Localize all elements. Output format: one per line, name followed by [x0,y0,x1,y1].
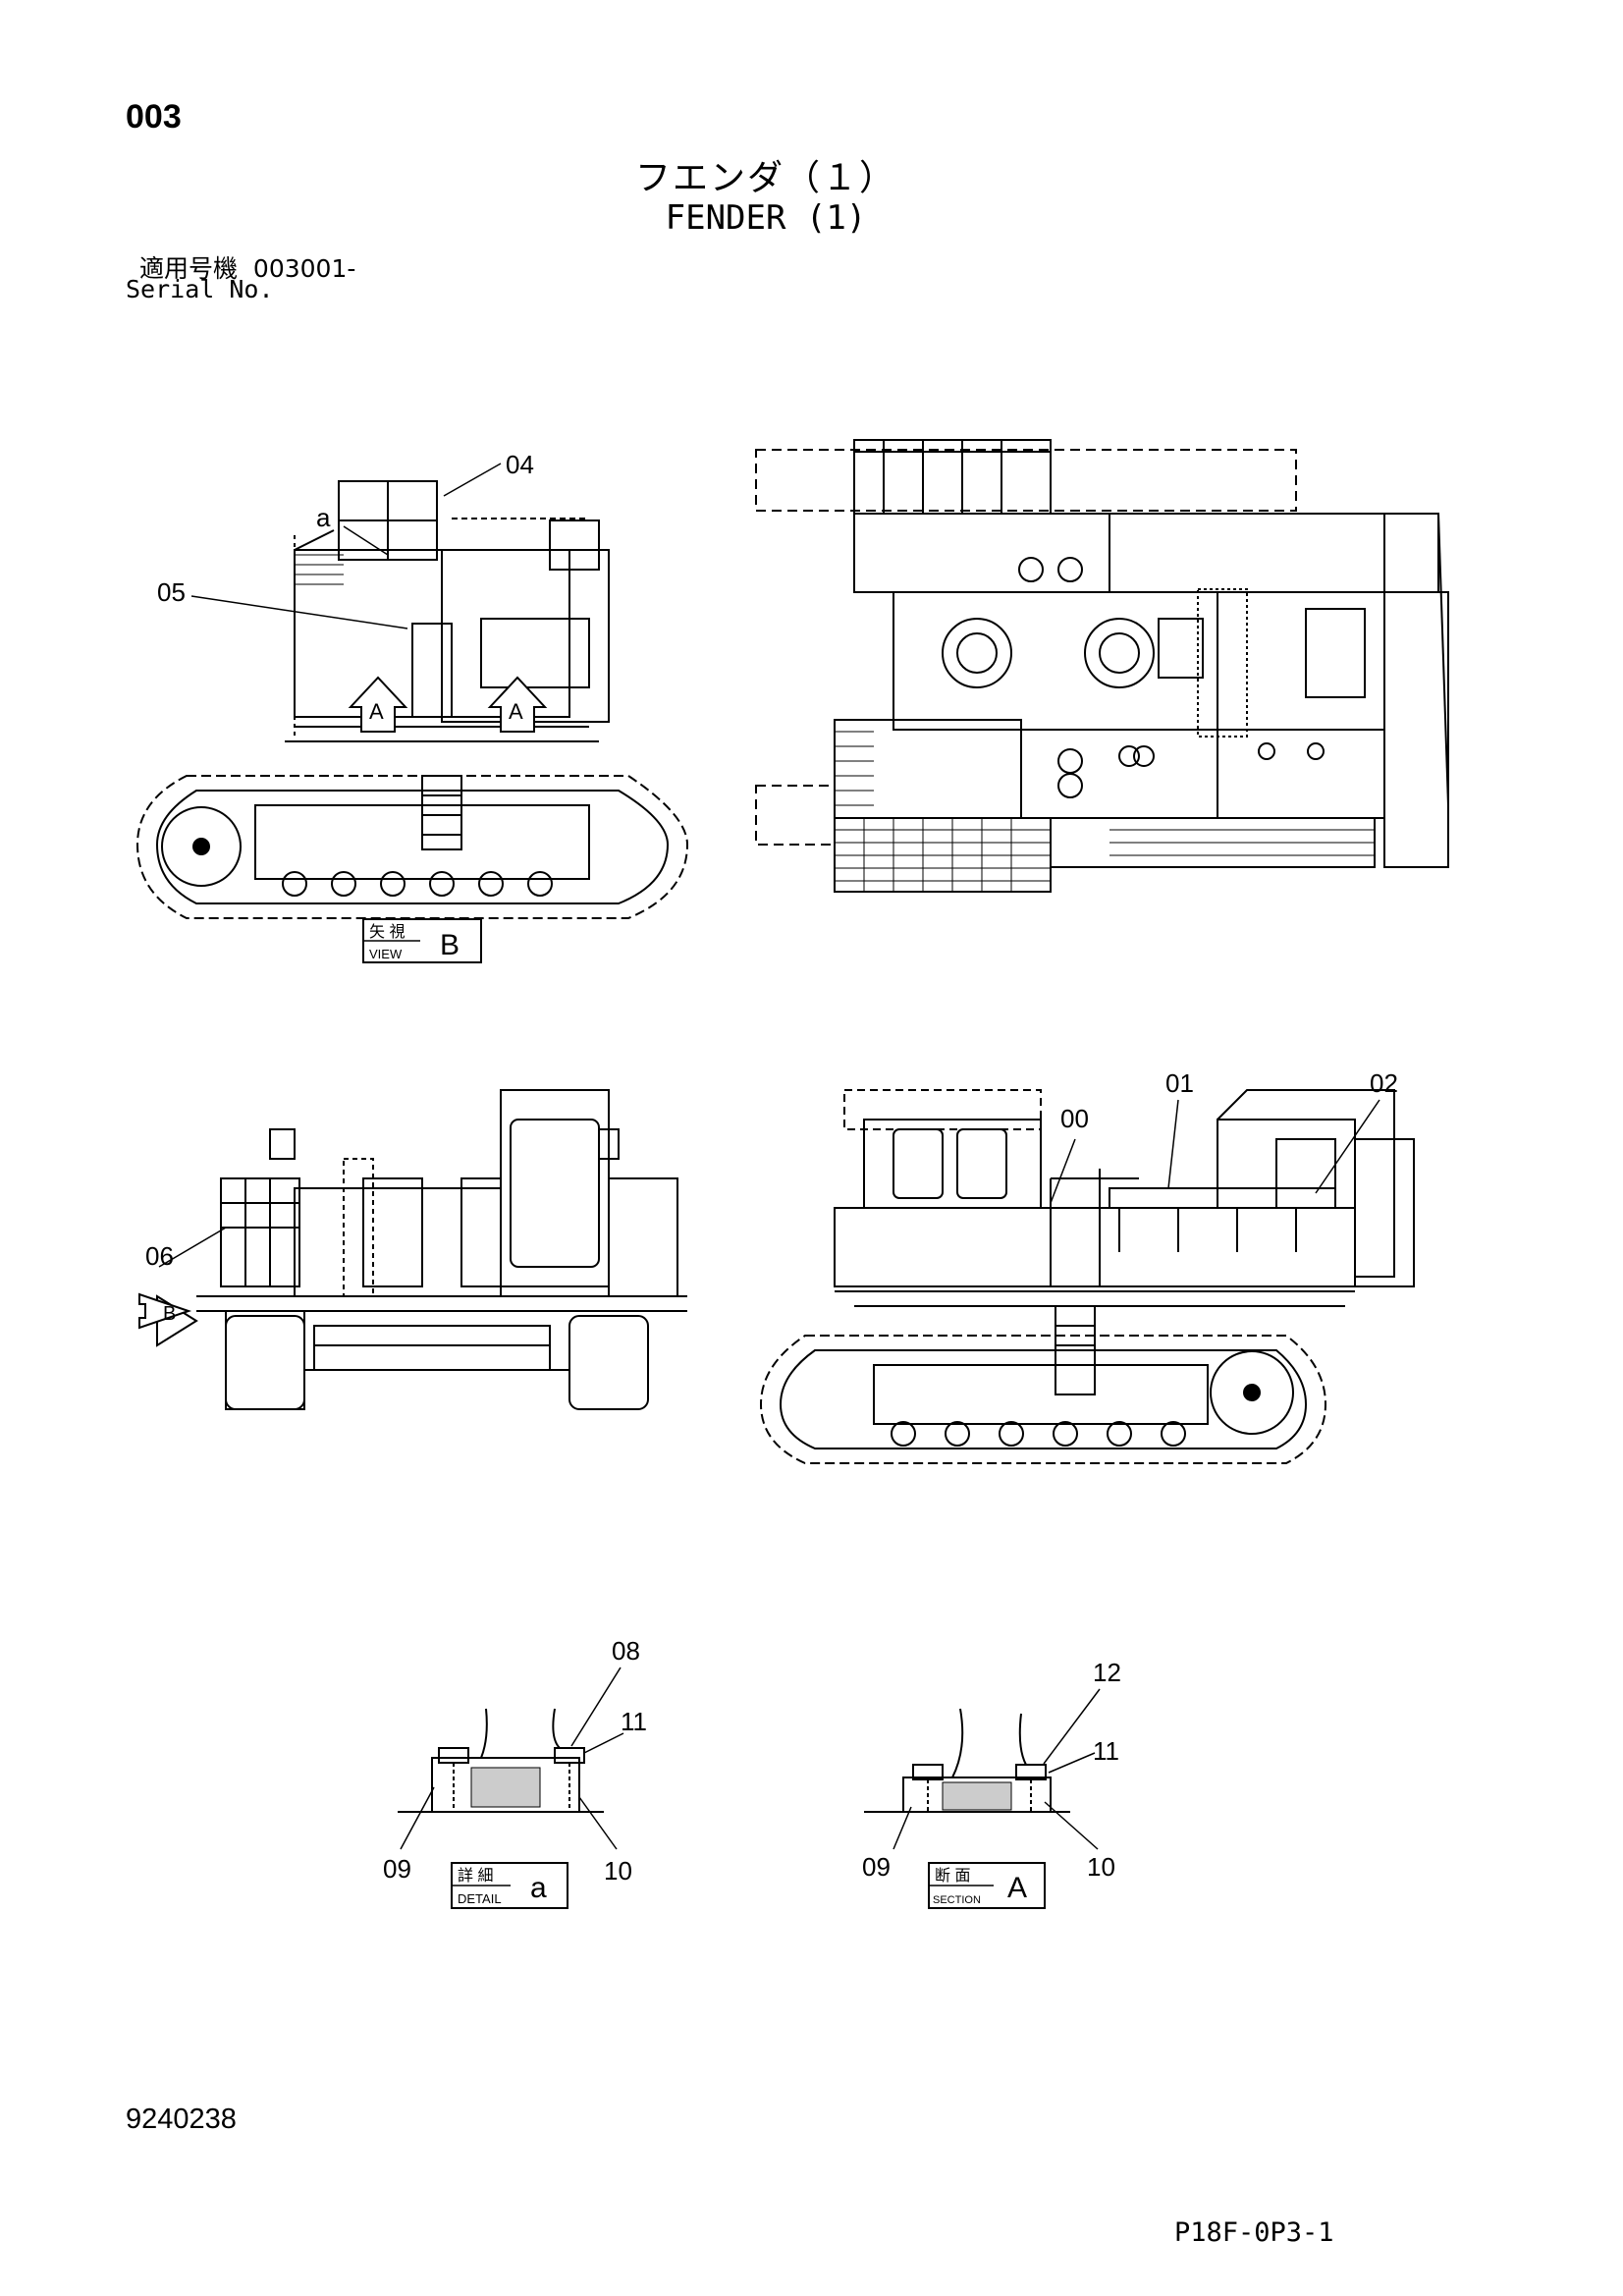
serial-label-english: Serial No. [126,275,274,303]
callout-12: 12 [1093,1658,1121,1687]
serial-number-value: 003001- [252,254,356,283]
callout-09-section: 09 [862,1852,891,1882]
callout-a-arrow-1: A [369,699,384,724]
side-view-drawing [759,1089,1415,1464]
section-a-label [928,1862,1046,1909]
callout-00: 00 [1060,1104,1089,1133]
view-b-label-letter: B [440,929,460,961]
callout-10-detail: 10 [604,1856,632,1886]
title-english: FENDER (1) [665,198,867,238]
section-a-label-letter: A [1007,1872,1027,1904]
section-a-drawing [864,1688,1101,1850]
view-b-label-en: VIEW [369,947,403,961]
detail-a-label-letter: a [530,1872,547,1904]
section-arrow-a-left [348,676,408,733]
detail-a-label [451,1862,568,1909]
callout-b-arrow: B [163,1303,176,1325]
callout-06: 06 [145,1241,174,1271]
callout-09-detail: 09 [383,1854,411,1884]
callout-a-arrow-2: A [509,699,523,724]
callout-10-section: 10 [1087,1852,1115,1882]
detail-a-label-jp: 詳 細 [458,1867,493,1885]
callout-04: 04 [506,450,534,479]
detail-a-drawing [398,1667,624,1850]
section-arrow-a-right [487,676,548,733]
rear-view-drawing [156,1089,687,1410]
view-arrow-b [138,1292,192,1330]
page-number: 003 [126,98,182,136]
callout-11-detail: 11 [621,1707,647,1736]
callout-11-section: 11 [1093,1736,1119,1766]
section-a-label-jp: 断 面 [935,1867,970,1885]
callout-02: 02 [1370,1068,1398,1098]
section-a-label-en: SECTION [933,1894,981,1906]
callout-a: a [316,503,331,532]
view-b-label-jp: 矢 視 [369,923,405,941]
serial-label-jp-text: 適用号機 [139,254,239,283]
drawing-number: 9240238 [126,2104,237,2135]
callout-08: 08 [612,1636,640,1666]
detail-a-label-en: DETAIL [458,1891,502,1906]
title-japanese: フエンダ（１） [634,158,896,198]
plan-view-drawing [755,439,1449,893]
callout-01: 01 [1165,1068,1194,1098]
front-view-drawing [135,463,689,919]
view-b-label [362,918,482,963]
serial-label-japanese: 適用号機 003001- [139,249,355,285]
callout-05: 05 [157,577,186,607]
sheet-code: P18F-0P3-1 [1174,2217,1334,2248]
